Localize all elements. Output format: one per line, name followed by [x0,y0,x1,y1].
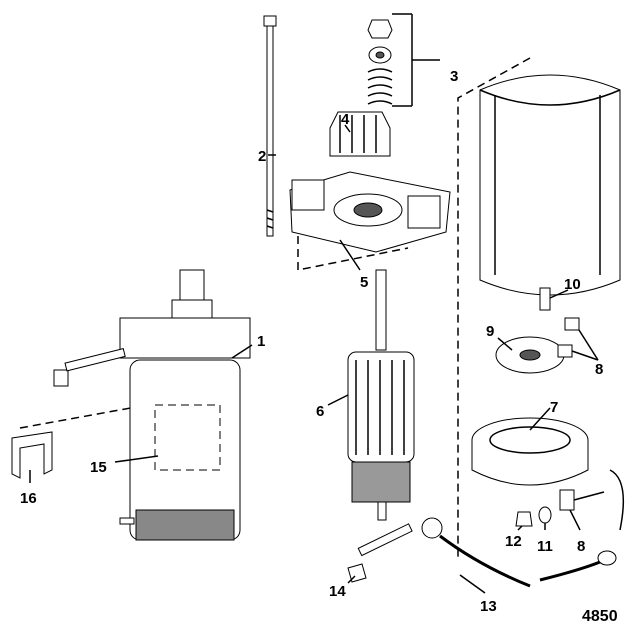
callout-8-terminal: 8 [577,538,585,555]
brush-holder-part [495,336,565,374]
drive-housing-part [289,171,451,253]
assembly-guide-line [19,389,231,429]
callout-4: 4 [341,111,350,128]
end-cap-part [471,417,589,486]
armature-part [347,269,415,521]
callout-3: 3 [450,68,458,85]
callout-14: 14 [329,583,346,600]
battery-cable-part [421,517,617,588]
leader-lines [29,124,581,594]
terminal-part [559,489,575,511]
callout-12: 12 [505,533,522,550]
starter-motor-assembly-part [53,269,251,541]
callout-2: 2 [258,148,266,165]
assembly-guide-line [457,57,531,560]
pinion-gear-part [329,111,391,157]
lead-wire-part [573,469,625,531]
callout-5: 5 [360,274,368,291]
callout-1: 1 [257,333,265,350]
frame-sleeve-part [479,74,621,296]
callout-10: 10 [564,276,581,293]
washer-part [538,506,552,524]
callout-8-brushes: 8 [595,361,603,378]
bolt-part [347,523,413,583]
callout-11: 11 [537,538,553,555]
nut-part [515,511,533,527]
callout-15: 15 [90,459,107,476]
through-bolt-part [263,15,277,237]
bracket-clip-part [11,431,53,479]
callout-7: 7 [550,399,558,416]
nut-spring-kit-part [367,13,440,107]
callout-6: 6 [316,403,324,420]
assembly-guide-line [297,236,409,271]
figure-number: 4850 [582,608,618,625]
screw-part [539,287,551,311]
callout-13: 13 [480,598,497,615]
callout-9: 9 [486,323,494,340]
callout-16: 16 [20,490,37,507]
brush-part [557,317,599,361]
